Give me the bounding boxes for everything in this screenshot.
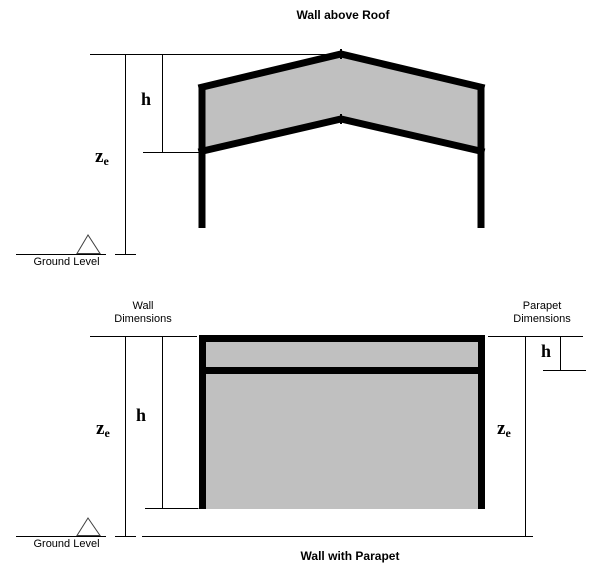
wall-body xyxy=(199,335,485,509)
parapet-dimensions-line2: Dimensions xyxy=(513,313,571,325)
ground-level-label-top: Ground Level xyxy=(33,256,100,268)
ground-datum-triangle-bottom xyxy=(76,517,101,536)
wall-dimensions-line2: Dimensions xyxy=(114,313,172,325)
wall-with-parapet-diagram xyxy=(16,335,586,537)
ze-base: z xyxy=(95,146,104,167)
wall-dimensions-line1: Wall xyxy=(132,300,154,312)
h-dimension-label-bottom: h xyxy=(136,405,147,425)
wall-above-roof-diagram xyxy=(16,49,486,255)
ze-base: z xyxy=(96,418,105,439)
ground-datum-triangle-top xyxy=(76,234,101,254)
ze-dimension-label-bottom-left: ze xyxy=(96,418,110,440)
bottom-diagram-title: Wall with Parapet xyxy=(300,549,400,563)
h-dimension-label-top: h xyxy=(141,89,152,109)
ze-dimension-label-bottom-right: ze xyxy=(497,418,511,440)
ground-level-label-bottom: Ground Level xyxy=(33,538,100,550)
ze-base: z xyxy=(497,418,506,439)
wall-above-roof-band xyxy=(202,54,481,152)
ze-subscript: e xyxy=(104,426,110,440)
top-diagram-title: Wall above Roof xyxy=(296,8,390,22)
ze-subscript: e xyxy=(505,426,511,440)
parapet-h-dimension-label: h xyxy=(541,341,552,361)
ze-dimension-label-top: ze xyxy=(95,146,109,168)
ze-subscript: e xyxy=(103,154,109,168)
parapet-dimensions-line1: Parapet xyxy=(522,300,562,312)
